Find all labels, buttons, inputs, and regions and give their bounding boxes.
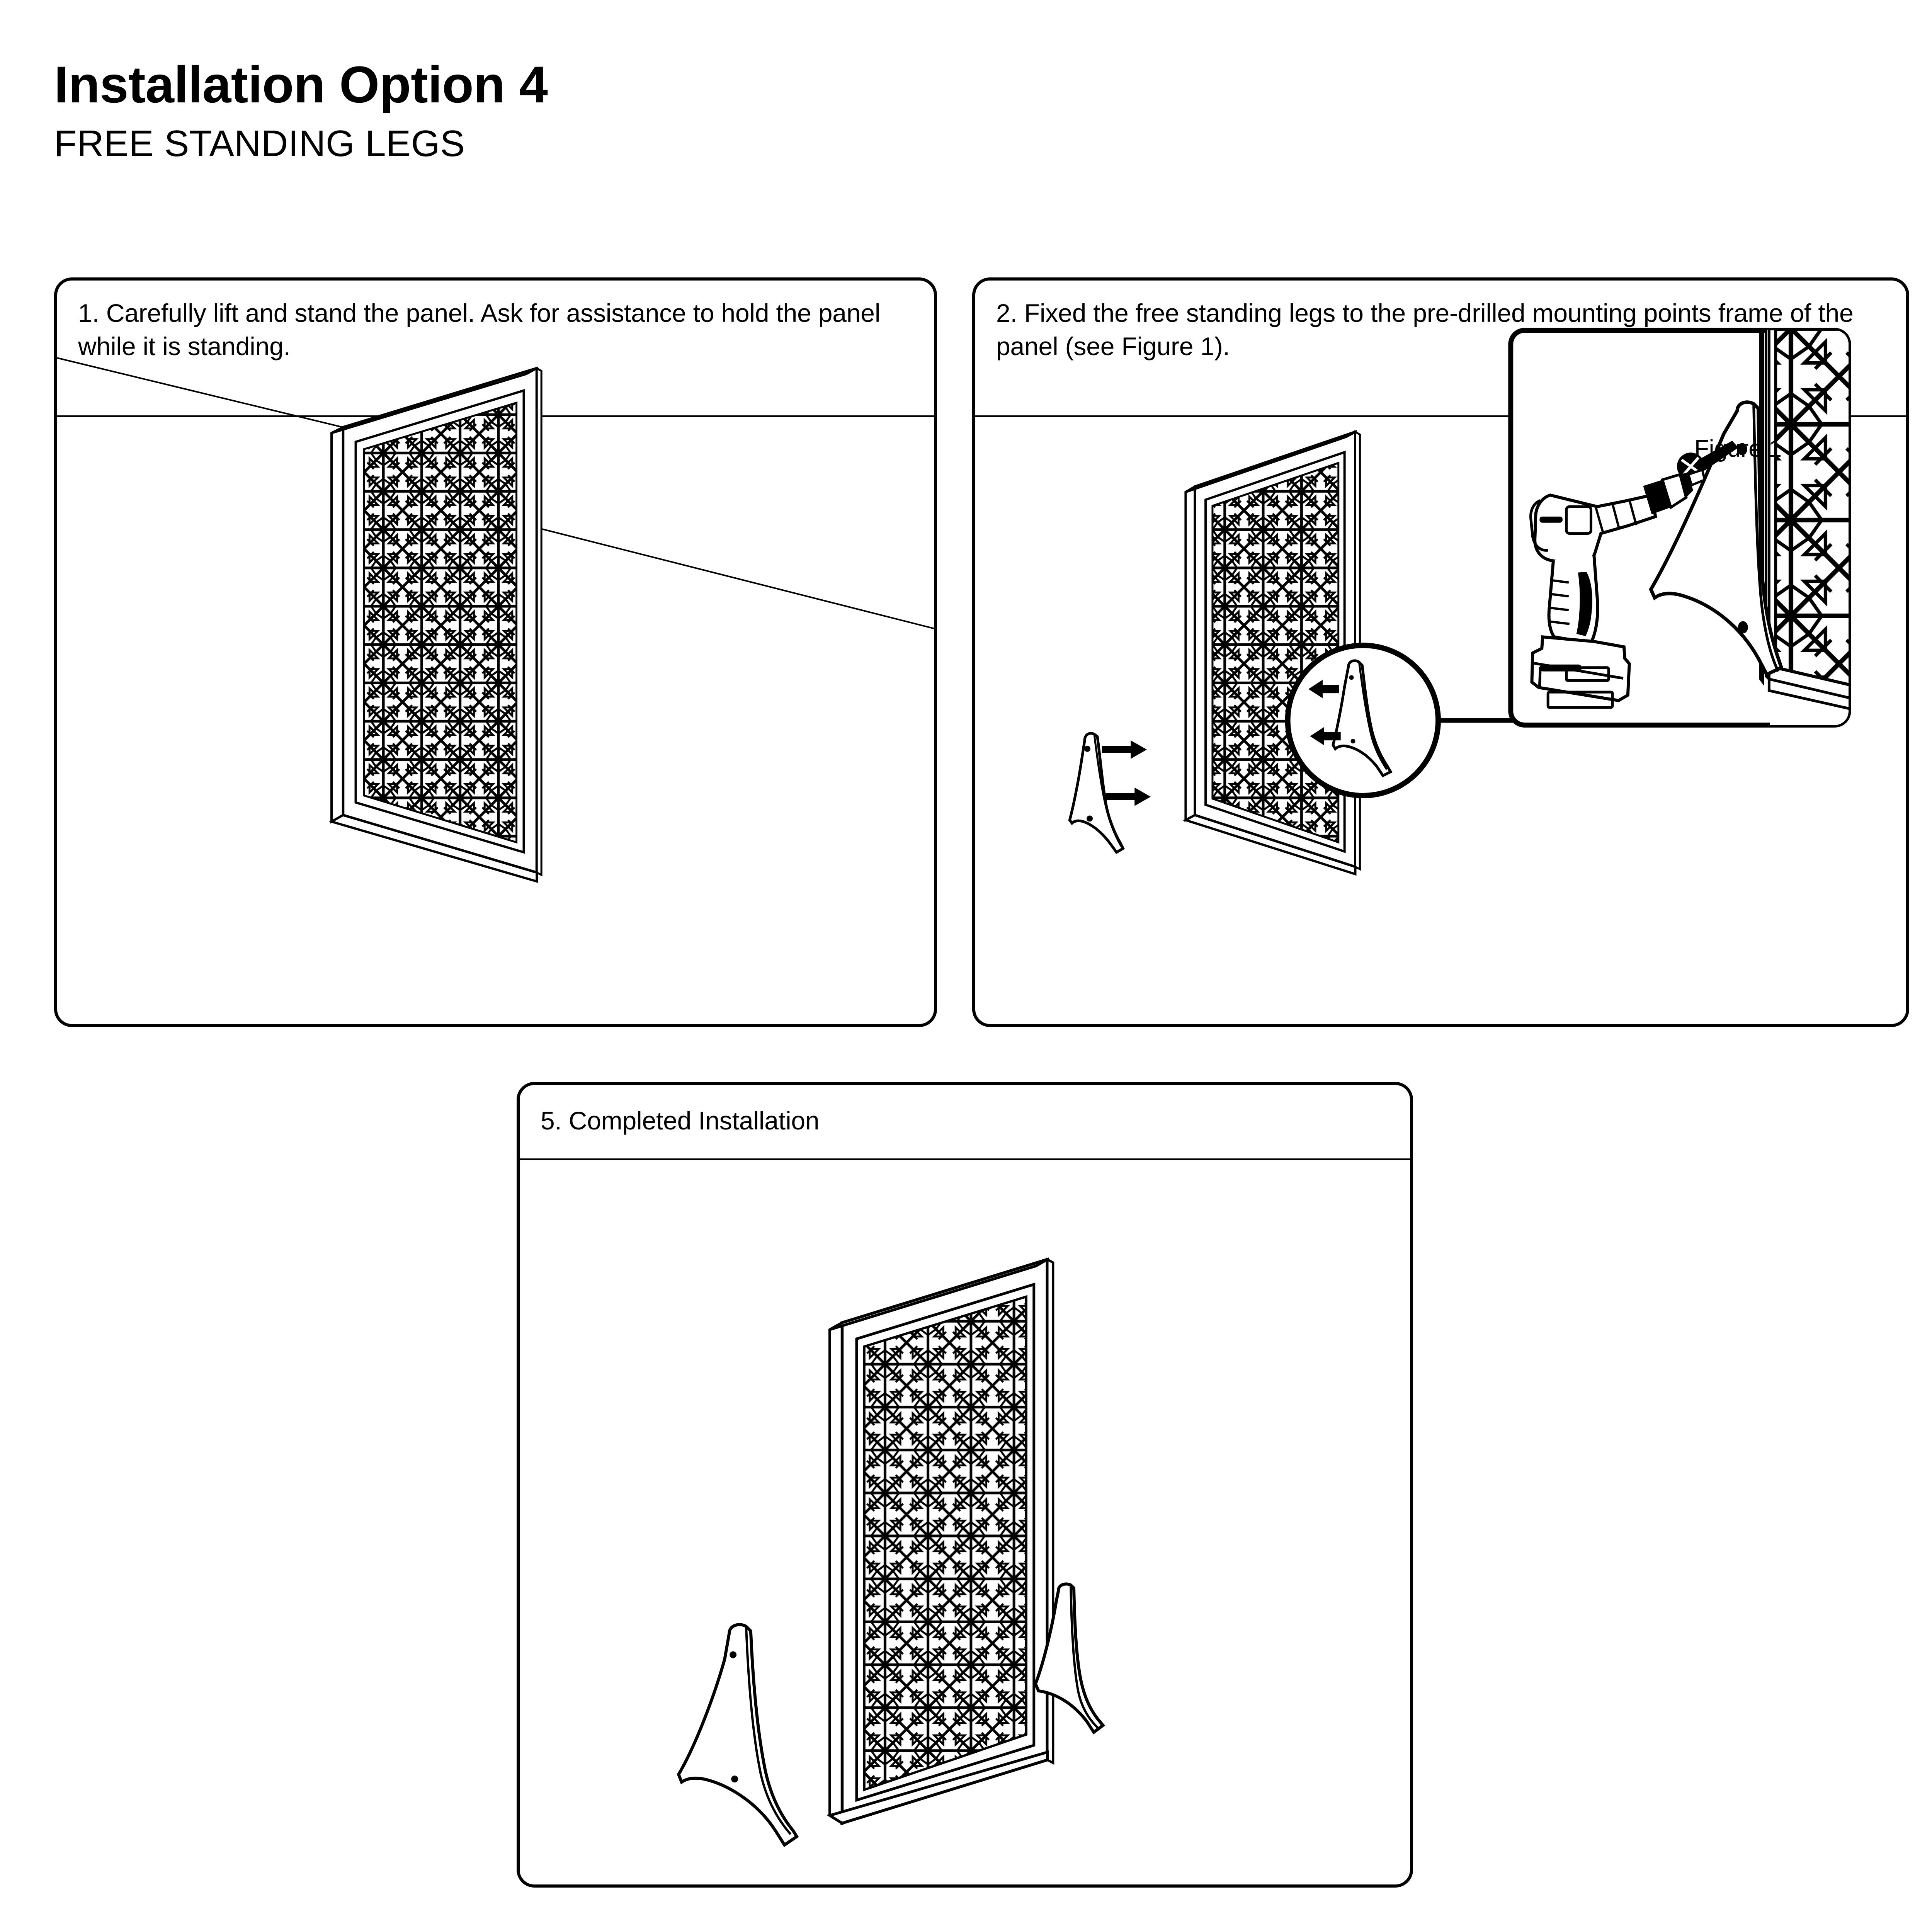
figure-panel-section [1759,330,1849,725]
cordless-drill [1529,468,1706,709]
screen-panel-2 [1182,430,1361,876]
figure-1-label: Figure 1 [1694,435,1782,462]
assembly-arrow-top [1102,740,1147,759]
screen-panel-1 [328,366,543,883]
figure-1-detail-box [1508,328,1851,728]
ground-line [57,357,934,629]
screen-panel-5 [827,1257,1054,1826]
free-standing-leg-back [1034,1582,1105,1735]
illustration-attach-legs [1068,328,1851,876]
illustration-completed-installation [677,1257,1105,1847]
step-card-2: 2. Fixed the free standing legs to the p… [972,277,1909,1027]
free-standing-leg-front [677,1623,799,1847]
free-standing-leg-loose [1068,732,1125,854]
step-5-divider [520,1158,1410,1160]
step-card-1: 1. Carefully lift and stand the panel. A… [54,277,937,1027]
step-1-divider [57,415,934,417]
step-2-caption: 2. Fixed the free standing legs to the p… [996,299,1854,361]
step-card-5: 5. Completed Installation [517,1082,1413,1888]
step-5-caption: 5. Completed Installation [541,1106,820,1135]
assembly-arrow-bottom [1105,787,1151,806]
step-1-caption: 1. Carefully lift and stand the panel. A… [78,299,881,361]
page-subtitle: FREE STANDING LEGS [54,122,465,164]
detail-callout-circle [1285,643,1441,798]
page-header: Installation Option 4 FREE STANDING LEGS [54,58,1213,164]
callout-leader-line [1438,718,1692,726]
page-title: Installation Option 4 [54,56,548,114]
step-2-divider [975,415,1906,417]
illustration-panel-standing [57,357,934,883]
